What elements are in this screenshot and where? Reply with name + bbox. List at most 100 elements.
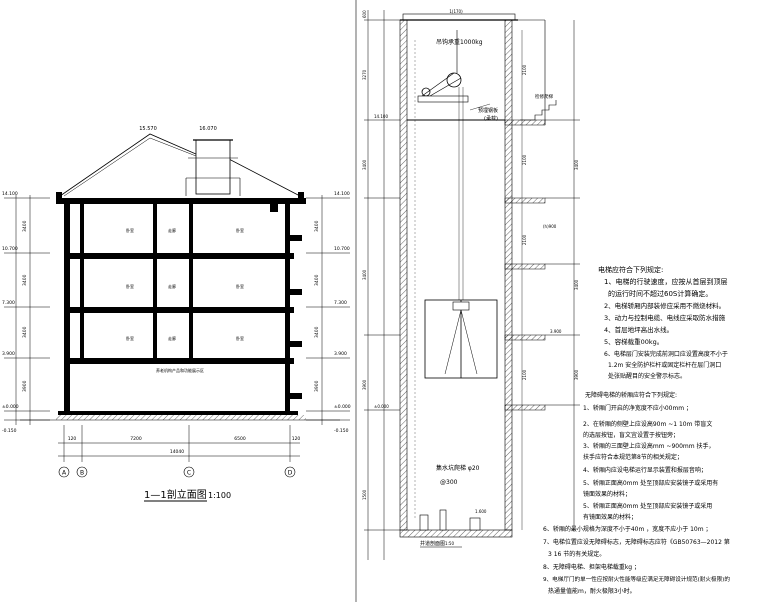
wall-b: [80, 198, 84, 358]
note-line: 2、在轿厢的侧壁上应设高90m ~1 10m 带盲文: [583, 420, 712, 428]
note-line: 3、轿厢的三面壁上应设高mm ~900mm 扶手，: [583, 442, 715, 450]
elevator-shaft-section: 1(170) 吊钩承重1000kg 预埋钢板 (承载) 检修爬梯: [362, 9, 580, 560]
shaft-height: 600: [362, 10, 367, 18]
left-elev: -0.150: [2, 428, 17, 434]
right-dim: 3400: [314, 220, 320, 232]
left-dim: 3400: [22, 274, 28, 286]
notes-title: 无障碍电梯的轿厢应符合下列规定:: [585, 391, 677, 399]
svg-text:A: A: [62, 470, 67, 477]
right-shaft-height: 3900: [574, 369, 579, 380]
notes-accessible-elevator: 无障碍电梯的轿厢应符合下列规定: 1、轿厢门开启的净宽度不应小00mm ； 2、…: [543, 391, 730, 595]
svg-text:D: D: [288, 470, 293, 477]
axis-bubble: D: [284, 466, 296, 478]
left-dim: 3900: [22, 380, 28, 392]
note-line: 的选层按钮，盲文宜设置于按钮旁；: [583, 431, 679, 439]
pit-depth: 1500: [362, 489, 367, 500]
right-elev: 14.100: [334, 191, 350, 197]
right-elev: ±0.000: [334, 404, 351, 410]
right-elev: 7.300: [334, 300, 347, 306]
note-line: 的运行时间不超过60S计算确定。: [608, 289, 712, 298]
room-label: 卧室: [126, 227, 134, 233]
shaft-elev: 14.100: [374, 114, 388, 119]
svg-text:C: C: [187, 470, 191, 477]
left-elev: 10.700: [2, 246, 18, 252]
ladder-label: 集水坑爬梯 φ20: [436, 464, 480, 472]
bottom-dim: 6500: [234, 436, 246, 442]
top-dim: 1(170): [449, 9, 463, 14]
load-label: 吊钩承重1000kg: [436, 38, 483, 46]
axis-bubble: B: [76, 466, 88, 478]
slab-3f: [64, 253, 294, 259]
note-line: 5、容梯载重00kg。: [604, 337, 663, 346]
room-label: 走廊: [168, 283, 176, 289]
notes-title: 电梯应符合下列规定:: [598, 265, 663, 274]
right-elev: -0.150: [334, 428, 349, 434]
bottom-dim: 120: [292, 436, 301, 442]
stair-label: 检修爬梯: [535, 93, 553, 100]
wall-c2: [189, 198, 193, 358]
slab-1f: [64, 358, 294, 364]
note-line: 1、轿厢门开启的净宽度不应小00mm ；: [583, 404, 692, 412]
roof-elev-left: 15.570: [139, 126, 157, 132]
note-line: 1.2m 安全防护栏杆或固定栏杆在层门洞口: [608, 361, 721, 369]
right-shaft-dim: 2100: [522, 369, 527, 380]
note-line: 有镜面效果的材料；: [583, 513, 637, 521]
axis-bubble: C: [183, 466, 195, 478]
wall-d: [285, 198, 290, 413]
shaft-wall-left: [399, 19, 408, 531]
building-section: 卧室 走廊 卧室 卧室 走廊 卧室 卧室 走廊 卧室 养老机构产品和功能展示区 …: [2, 126, 351, 502]
room-label: 卧室: [236, 283, 244, 289]
note-line: 1、电梯的行驶速度，应按从首层到顶层: [604, 277, 727, 286]
right-dim: 3400: [314, 326, 320, 338]
note-line: 处张贴醒目的安全警示标志。: [608, 372, 686, 380]
note-line: 5、轿厢正面高0mm 处至顶部应安装镜子或采用: [583, 502, 712, 510]
right-dim: 3400: [314, 274, 320, 286]
right-elev: 3.900: [334, 351, 347, 357]
note-line: 3、动力与控制电缆、电线应采取防水措施: [604, 313, 726, 322]
left-elev: ±0.000: [2, 404, 19, 410]
access-stair: [520, 100, 557, 121]
ground-floor-label: 养老机构产品和功能展示区: [156, 367, 204, 373]
bottom-dim: 7200: [130, 436, 142, 442]
room-label: 卧室: [126, 283, 134, 289]
shaft-height: 3900: [362, 379, 367, 390]
room-label: 卧室: [236, 335, 244, 341]
left-elev: 7.300: [2, 300, 15, 306]
left-elev: 14.100: [2, 191, 18, 197]
shaft-wall-right: [504, 19, 513, 531]
note-line: 2、电梯轿厢内部装修应采用不燃烧材料。: [604, 301, 725, 310]
right-shaft-dim: 2100: [522, 234, 527, 245]
shaft-height: 3400: [362, 269, 367, 280]
right-shaft-dim: 2100: [522, 154, 527, 165]
chimney: [195, 139, 231, 195]
shaft-height: 3270: [362, 69, 367, 80]
roof-inner-line: [63, 137, 197, 197]
note-line: 7、电梯位置应设无障碍标志，无障碍标志应符《GB50763—2012 第: [543, 538, 730, 546]
room-label: 卧室: [236, 227, 244, 233]
right-shaft-height: 3400: [574, 279, 579, 290]
right-shaft-height: 3400: [574, 159, 579, 170]
section-title: 1—1剖立面图: [144, 488, 207, 501]
notes-elevator: 电梯应符合下列规定: 1、电梯的行驶速度，应按从首层到顶层 的运行时间不超过60…: [598, 265, 728, 380]
note-line: 4、轿厢内应设电梯运行显示装置和报层音响；: [583, 466, 707, 474]
note-line: 8、无障碍电梯、担架电梯载重kg ；: [543, 563, 640, 571]
svg-text:B: B: [80, 470, 84, 477]
roof-elev-right: 16.070: [199, 126, 217, 132]
bottom-dim: 120: [68, 436, 77, 442]
pit-label: @300: [440, 479, 458, 486]
beam-sub: (承载): [484, 115, 498, 122]
left-dim: 3400: [22, 220, 28, 232]
shaft-height: 3400: [362, 159, 367, 170]
right-shaft-dim: 2100: [522, 64, 527, 75]
room-label: 卧室: [126, 335, 134, 341]
note-line: 扶手应符合本规范第8节的相关规定；: [583, 453, 683, 461]
left-elev: 3.900: [2, 351, 15, 357]
note-line: 3 16 节的有关规定。: [548, 550, 605, 558]
slab-roof: [56, 198, 306, 204]
room-label: 走廊: [168, 335, 176, 341]
pit-dim: 1.600: [475, 509, 487, 514]
section-scale: 1:100: [208, 491, 231, 500]
note-line: 9、电梯厅门的单一性应按耐火性能等级应满足无障碍设计规范(耐火极限)的: [543, 575, 730, 583]
roof-line: [59, 133, 301, 197]
